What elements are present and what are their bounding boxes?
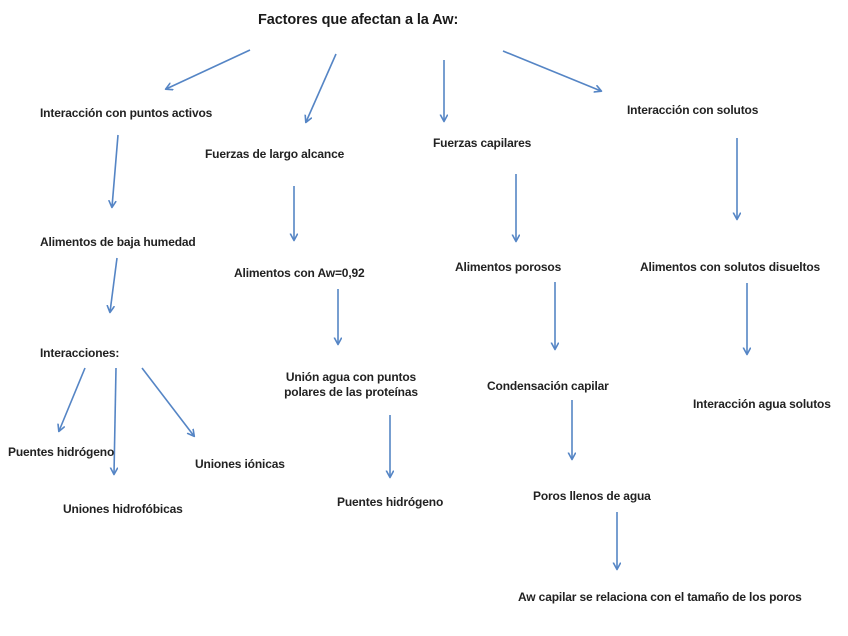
- node-alimentos-solutos-disueltos: Alimentos con solutos disueltos: [640, 260, 821, 274]
- node-poros-llenos-de-agua: Poros llenos de agua: [533, 489, 651, 503]
- node-fuerzas-largo-alcance: Fuerzas de largo alcance: [205, 147, 345, 161]
- node-uniones-hidrofobicas: Uniones hidrofóbicas: [63, 502, 183, 516]
- node-interaccion-agua-solutos: Interacción agua solutos: [693, 397, 831, 411]
- node-interaccion-puntos-activos: Interacción con puntos activos: [40, 106, 213, 120]
- node-alimentos-porosos: Alimentos porosos: [455, 260, 562, 274]
- arrow-titulo-to-interaccion-puntos-activos: [166, 49, 251, 89]
- arrow-interacciones-to-puentes-hidrogeno-izquierda: [59, 367, 86, 431]
- node-puentes-hidrogeno-izquierda: Puentes hidrógeno: [8, 445, 115, 459]
- node-fuerzas-capilares: Fuerzas capilares: [433, 136, 532, 150]
- arrow-alimentos-baja-humedad-to-interacciones: [110, 257, 118, 312]
- node-puentes-hidrogeno-centro: Puentes hidrógeno: [337, 495, 444, 509]
- arrow-titulo-to-interaccion-con-solutos: [502, 50, 601, 91]
- arrow-interaccion-puntos-activos-to-alimentos-baja-humedad: [112, 134, 119, 207]
- node-interacciones: Interacciones:: [40, 346, 120, 360]
- diagram-title: Factores que afectan a la Aw:: [258, 12, 459, 28]
- arrow-interacciones-to-uniones-ionicas: [141, 367, 194, 436]
- node-interaccion-con-solutos: Interacción con solutos: [627, 103, 759, 117]
- node-union-agua-puntos-polares: Unión agua con puntos polares de las pro…: [284, 370, 418, 399]
- arrow-interacciones-to-uniones-hidrofobicas: [114, 367, 116, 474]
- node-aw-capilar-tamano-poros: Aw capilar se relaciona con el tamaño de…: [518, 590, 802, 604]
- node-alimentos-baja-humedad: Alimentos de baja humedad: [40, 235, 196, 249]
- node-uniones-ionicas: Uniones iónicas: [195, 457, 285, 471]
- arrow-titulo-to-fuerzas-largo-alcance: [306, 53, 337, 122]
- node-condensacion-capilar: Condensación capilar: [487, 379, 609, 393]
- node-alimentos-aw-092: Alimentos con Aw=0,92: [234, 266, 365, 280]
